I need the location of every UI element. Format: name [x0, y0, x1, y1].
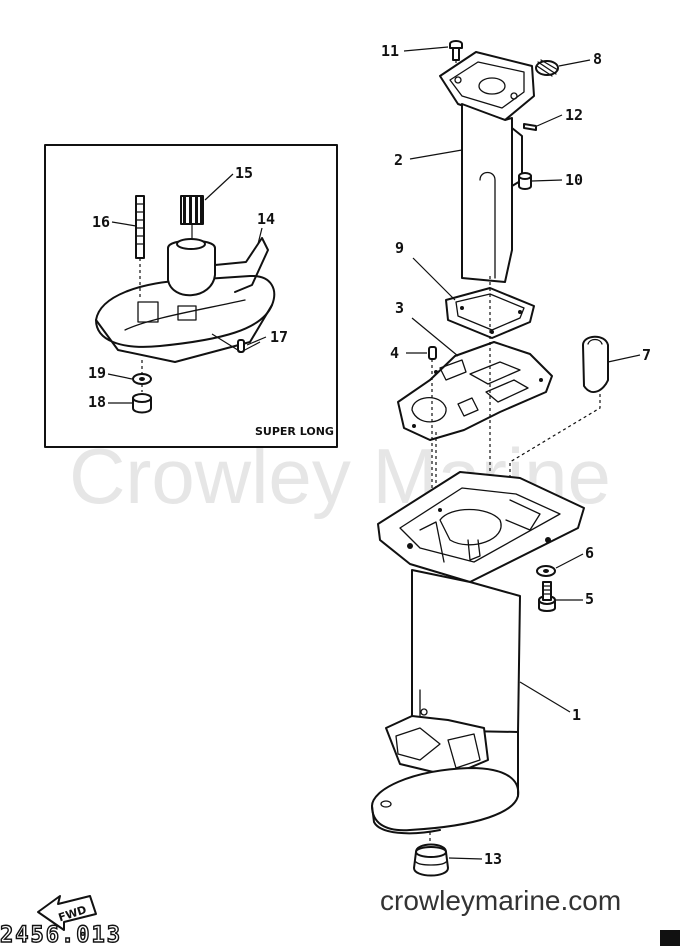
inset-title: SUPER LONG: [255, 425, 334, 438]
plug-10: [518, 172, 532, 190]
callout-11: 11: [381, 42, 399, 60]
pin-4: [428, 346, 437, 360]
inset-plate-skirt: [95, 304, 273, 363]
callout-8: 8: [593, 50, 602, 68]
washer-6: [536, 565, 556, 577]
stud-16: [135, 195, 145, 300]
callout-7: 7: [642, 346, 651, 364]
screw-11: [449, 40, 463, 72]
callout-18: 18: [88, 393, 106, 411]
callout-2: 2: [394, 151, 403, 169]
grommet-8: [535, 59, 559, 77]
callout-13: 13: [484, 850, 502, 868]
upper-casing-2: [439, 51, 535, 283]
callout-5: 5: [585, 590, 594, 608]
site-url: crowleymarine.com: [380, 885, 621, 916]
lower-casing-1: [371, 471, 585, 835]
inset-super-long: 15 14 16 17 19 18 SUPER LONG: [44, 144, 338, 448]
callout-9: 9: [395, 239, 404, 257]
callout-6: 6: [585, 544, 594, 562]
callout-17: 17: [270, 328, 288, 346]
callout-19: 19: [88, 364, 106, 382]
gasket-3: [397, 341, 553, 441]
callout-12: 12: [565, 106, 583, 124]
seal-7: [582, 335, 609, 394]
callout-1: 1: [572, 706, 581, 724]
callout-16: 16: [92, 213, 110, 231]
grommet-13: [413, 832, 449, 877]
screw-12: [523, 123, 537, 131]
callout-14: 14: [257, 210, 275, 228]
corner-mark: [660, 930, 680, 946]
impeller-15: [180, 195, 204, 240]
callout-4: 4: [390, 344, 399, 362]
drawing-code: 2456.013: [0, 923, 122, 946]
inset-housing: [167, 239, 216, 297]
inset-bracket: [214, 237, 269, 293]
inset-frame: [44, 144, 338, 448]
callout-3: 3: [395, 299, 404, 317]
callout-10: 10: [565, 171, 583, 189]
callout-15: 15: [235, 164, 253, 182]
bolt-5: [538, 581, 556, 612]
